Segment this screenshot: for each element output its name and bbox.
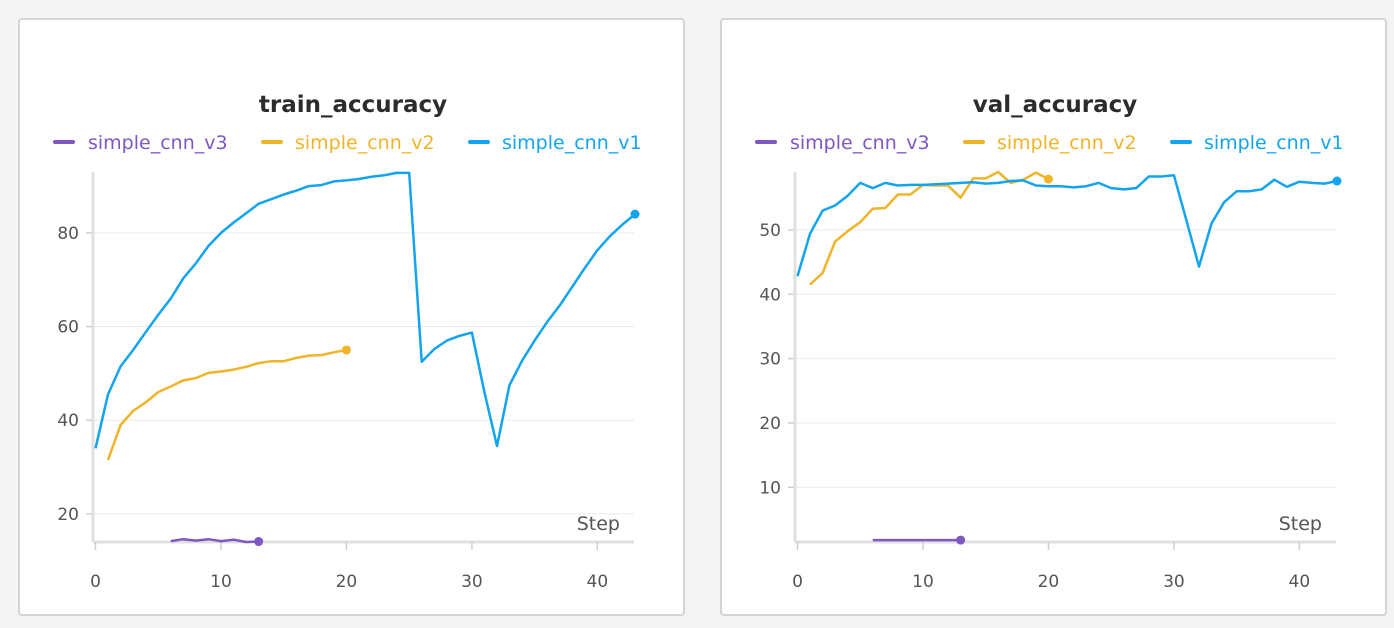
x-tick-label: 0	[90, 572, 101, 592]
series-line-simple-cnn-v1	[796, 173, 1338, 277]
series-endpoint-simple-cnn-v3	[956, 535, 966, 545]
series-line-simple-cnn-v2	[809, 170, 1049, 286]
x-tick-label: 20	[336, 572, 358, 592]
series-endpoint-simple-cnn-v1	[630, 209, 640, 219]
x-tick-label: 30	[1163, 572, 1185, 592]
chart-panel-val-accuracy: val_accuracy simple_cnn_v3 simple_cnn_v2 si…	[720, 18, 1387, 616]
series-line-simple-cnn-v1	[94, 171, 636, 449]
y-tick-label: 20	[759, 414, 781, 434]
series-endpoint-simple-cnn-v1	[1332, 176, 1342, 186]
legend-label: simple_cnn_v3	[790, 132, 930, 154]
series-endpoint-simple-cnn-v2	[1043, 174, 1053, 184]
legend-label: simple_cnn_v3	[88, 132, 228, 154]
train-accuracy-chart: train_accuracy simple_cnn_v3 simple_cnn_v2…	[53, 92, 642, 592]
chart-title: val_accuracy	[973, 92, 1138, 118]
x-tick-label: 40	[1289, 572, 1311, 592]
series-endpoint-simple-cnn-v2	[341, 345, 351, 355]
x-tick-label: 10	[912, 572, 934, 592]
chart-title: train_accuracy	[259, 92, 447, 118]
legend-label: simple_cnn_v2	[295, 132, 435, 154]
y-tick-label: 40	[759, 285, 781, 305]
y-tick-label: 20	[57, 505, 79, 525]
val-accuracy-chart: val_accuracy simple_cnn_v3 simple_cnn_v2 si…	[755, 92, 1344, 592]
x-tick-label: 40	[587, 572, 609, 592]
legend-label: simple_cnn_v2	[997, 132, 1137, 154]
x-axis-label: Step	[1279, 513, 1322, 535]
series-endpoint-simple-cnn-v3	[254, 537, 264, 547]
series-line-simple-cnn-v2	[106, 348, 347, 461]
y-tick-label: 40	[57, 411, 79, 431]
x-tick-label: 30	[461, 572, 483, 592]
y-tick-label: 30	[759, 350, 781, 370]
x-tick-label: 20	[1038, 572, 1060, 592]
series-line-simple-cnn-v3	[170, 537, 259, 544]
y-tick-label: 10	[759, 478, 781, 498]
x-tick-label: 10	[210, 572, 232, 592]
y-tick-label: 80	[57, 224, 79, 244]
legend-label: simple_cnn_v1	[502, 132, 642, 154]
legend-label: simple_cnn_v1	[1204, 132, 1344, 154]
x-axis-label: Step	[577, 513, 620, 535]
chart-panel-train-accuracy: train_accuracy simple_cnn_v3 simple_cnn_v2…	[18, 18, 685, 616]
y-tick-label: 50	[759, 221, 781, 241]
y-tick-label: 60	[57, 318, 79, 338]
x-tick-label: 0	[792, 572, 803, 592]
